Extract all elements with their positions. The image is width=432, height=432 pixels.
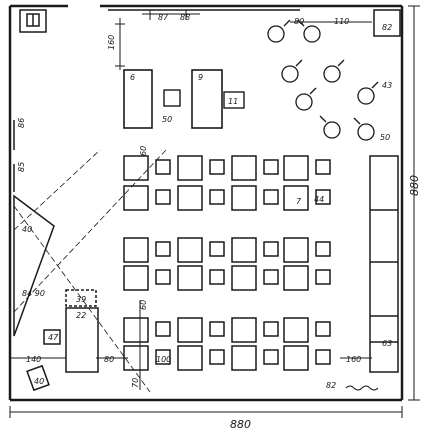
label-desk-6: 6	[130, 73, 135, 82]
label-43: 43	[382, 81, 392, 90]
label-80-top: 80	[294, 17, 304, 26]
student-desk	[177, 317, 203, 343]
label-82-top: 82	[382, 23, 392, 32]
label-44: 44	[314, 195, 324, 204]
student-chair	[155, 349, 171, 365]
label-70: 70	[131, 378, 140, 388]
student-desk	[177, 265, 203, 291]
student-desk	[283, 345, 309, 371]
student-chair	[263, 269, 279, 285]
left-board	[13, 120, 55, 337]
student-chair	[263, 321, 279, 337]
student-desk	[123, 265, 149, 291]
label-desk-9: 9	[198, 73, 203, 82]
student-chair	[209, 349, 225, 365]
student-chair	[263, 241, 279, 257]
door-box	[19, 9, 47, 33]
label-50-right: 50	[380, 133, 390, 142]
corner-cabinet	[373, 9, 401, 37]
student-desk	[123, 237, 149, 263]
student-chair	[315, 321, 331, 337]
student-desk	[231, 155, 257, 181]
student-chair	[155, 189, 171, 205]
student-chair	[155, 269, 171, 285]
desk-9	[191, 69, 223, 129]
label-11: 11	[228, 97, 238, 106]
student-chair	[315, 189, 331, 205]
right-bench	[369, 155, 399, 373]
student-chair	[155, 159, 171, 175]
depth-dimension: 880	[408, 175, 421, 196]
student-desk	[177, 155, 203, 181]
student-desk	[123, 317, 149, 343]
student-chair	[209, 269, 225, 285]
label-60-lower: 60	[139, 300, 148, 310]
student-chair	[209, 189, 225, 205]
label-88: 88	[180, 13, 190, 22]
student-desk	[283, 265, 309, 291]
label-7: 7	[296, 197, 302, 206]
label-39: 39	[76, 295, 86, 304]
label-86: 86	[17, 118, 26, 128]
student-desk	[283, 185, 309, 211]
student-desk	[283, 237, 309, 263]
student-desk	[123, 155, 149, 181]
label-22: 22	[76, 311, 86, 320]
projection-lines	[13, 149, 167, 393]
student-chair	[315, 159, 331, 175]
student-desk	[283, 317, 309, 343]
label-47: 47	[48, 333, 59, 342]
student-chair	[155, 241, 171, 257]
student-desk	[231, 237, 257, 263]
label-80-left: 80	[104, 355, 114, 364]
student-chair	[209, 241, 225, 257]
desk-6	[123, 69, 153, 129]
label-160-top: 160	[107, 35, 116, 50]
label-60-upper: 60	[139, 146, 148, 156]
label-63: 63	[382, 339, 392, 348]
student-chair	[209, 159, 225, 175]
dimension-lines	[9, 5, 420, 418]
label-87: 87	[158, 13, 169, 22]
student-desk	[177, 345, 203, 371]
student-desks	[123, 155, 331, 371]
student-desk	[231, 345, 257, 371]
student-desk	[177, 237, 203, 263]
student-chair	[315, 269, 331, 285]
student-chair	[315, 349, 331, 365]
student-chair	[155, 321, 171, 337]
label-40: 40	[22, 225, 32, 234]
label-160-right: 160	[346, 355, 361, 364]
label-40-bottom: 40	[34, 377, 44, 386]
student-chair	[209, 321, 225, 337]
label-82-bottom: 82	[326, 381, 336, 390]
student-desk	[283, 155, 309, 181]
lower-left-furniture	[26, 289, 99, 392]
student-desk	[123, 185, 149, 211]
walls	[8, 4, 404, 402]
student-desk	[177, 185, 203, 211]
round-table-group	[267, 19, 379, 141]
small-cabinets	[163, 89, 245, 109]
dimension-labels: 87 88 160 80 110 82 43 50 86 85 40 84 90…	[17, 13, 421, 431]
student-desk	[231, 185, 257, 211]
label-140: 140	[26, 355, 41, 364]
student-chair	[263, 189, 279, 205]
label-84-90: 84 90	[22, 289, 45, 298]
student-desk	[231, 317, 257, 343]
width-dimension: 880	[230, 418, 251, 431]
student-desk	[231, 265, 257, 291]
top-dimension-marks	[115, 10, 372, 70]
label-100: 100	[156, 355, 171, 364]
label-50-center: 50	[162, 115, 172, 124]
student-chair	[315, 241, 331, 257]
student-chair	[263, 159, 279, 175]
label-85: 85	[17, 162, 26, 172]
student-chair	[263, 349, 279, 365]
label-110: 110	[334, 17, 349, 26]
